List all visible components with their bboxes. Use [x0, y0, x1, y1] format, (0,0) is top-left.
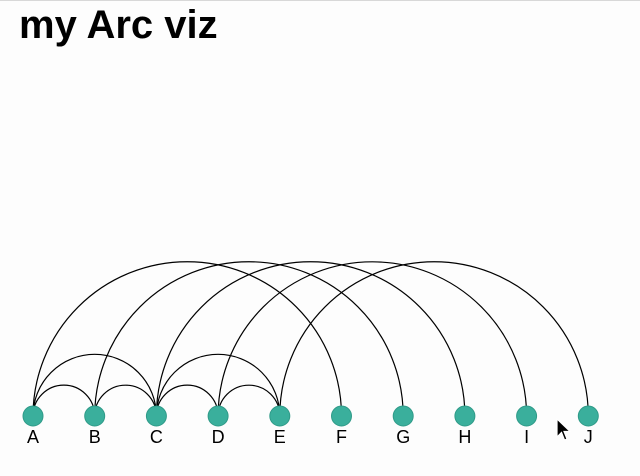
nodes-layer: A B C D E F G H I J: [22, 405, 599, 447]
arc-link-C-E: [155, 353, 281, 417]
node-label-D: D: [212, 427, 225, 447]
node-C[interactable]: [145, 405, 167, 427]
node-E[interactable]: [269, 405, 291, 427]
node-A[interactable]: [22, 405, 44, 427]
arc-link-A-F: [32, 261, 343, 417]
node-F[interactable]: [331, 405, 352, 427]
node-J[interactable]: [577, 405, 599, 427]
node-D[interactable]: [207, 405, 229, 427]
arc-link-D-I: [217, 261, 528, 417]
node-label-C: C: [150, 427, 163, 447]
links-layer: [32, 261, 589, 417]
node-H[interactable]: [454, 405, 476, 427]
node-G[interactable]: [392, 405, 414, 427]
arc-link-B-C: [94, 384, 157, 417]
arc-link-E-J: [279, 261, 589, 417]
mouse-pointer-icon: [556, 418, 572, 441]
node-label-H: H: [458, 427, 471, 447]
node-label-B: B: [89, 427, 101, 447]
node-label-E: E: [274, 427, 286, 447]
node-label-G: G: [396, 427, 410, 447]
node-label-A: A: [27, 427, 39, 447]
node-label-F: F: [336, 427, 347, 447]
node-I[interactable]: [516, 405, 538, 427]
node-label-I: I: [524, 427, 529, 447]
node-label-J: J: [584, 427, 593, 447]
node-B[interactable]: [84, 405, 106, 427]
arc-link-D-E: [217, 384, 281, 417]
arc-link-C-H: [155, 261, 466, 417]
arc-link-C-D: [155, 384, 219, 417]
top-border: [0, 0, 640, 1]
arc-link-A-C: [32, 353, 157, 417]
arc-link-A-B: [32, 384, 96, 417]
page-title: my Arc viz: [19, 3, 218, 47]
arc-link-B-G: [94, 261, 404, 417]
